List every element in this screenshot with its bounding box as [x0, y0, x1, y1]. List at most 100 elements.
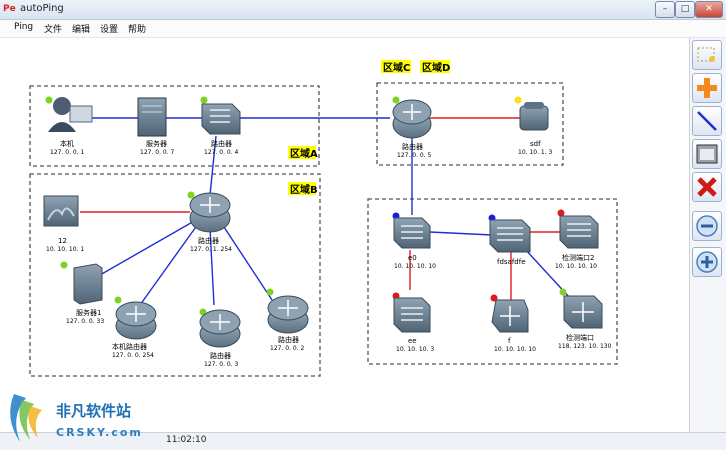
switch-icon — [489, 219, 531, 253]
zone-c-box[interactable] — [376, 82, 564, 166]
device-core-switch[interactable]: fdsafdfe — [488, 214, 531, 267]
device-label: ee — [408, 337, 417, 345]
link-zoneA-zoneB — [209, 135, 217, 196]
device-label: f — [508, 337, 511, 345]
device-local-router[interactable]: 本机路由器 127. 0. 0. 254 — [112, 296, 157, 360]
device-server-1[interactable]: 服务器1 127. 0. 0. 33 — [60, 261, 105, 326]
device-router-zone-b[interactable]: 路由器 127. 0. 1. 254 — [187, 191, 233, 254]
server-icon — [73, 263, 103, 305]
device-label: e0 — [408, 254, 417, 262]
device-ip: 127. 0. 0. 33 — [66, 318, 104, 325]
phone-icon — [519, 105, 549, 131]
device-port[interactable]: 检测端口 118. 123. 10. 130 — [558, 288, 612, 351]
topology-canvas[interactable]: 区域A 区域B 区域C 区域D 本机 127. 0. 0. 1 服务器 127.… — [0, 38, 690, 432]
device-ip: 127. 0. 0. 5 — [397, 152, 432, 159]
device-label: 路由器 — [198, 236, 219, 245]
status-dot-warning — [514, 96, 522, 104]
watermark-brand: 非凡软件站 — [56, 402, 132, 420]
status-bar: 11:02:10 — [0, 432, 726, 450]
close-button[interactable]: ✕ — [695, 1, 723, 18]
device-f[interactable]: f 10. 10. 10. 10 — [490, 294, 537, 354]
draw-link-button[interactable] — [692, 106, 722, 136]
device-ip: 10. 10. 10. 10 — [555, 263, 597, 270]
device-label: 服务器 — [146, 139, 167, 148]
device-switch-zone-a[interactable]: 路由器 127. 0. 0. 4 — [200, 96, 241, 157]
zone-c-label: 区域C — [383, 61, 410, 74]
select-tool-button[interactable] — [692, 40, 722, 70]
status-dot-online — [45, 96, 53, 104]
zone-a-box[interactable] — [29, 85, 320, 167]
links — [80, 117, 571, 306]
device-ip: 127. 0. 0. 3 — [204, 361, 239, 368]
zone-d-label-bg — [420, 60, 450, 73]
device-ip: 10. 10. 10. 10 — [494, 346, 536, 353]
zone-b-box[interactable] — [29, 173, 321, 377]
menu-ping[interactable]: Ping — [14, 22, 34, 32]
zoom-in-button[interactable] — [692, 247, 722, 277]
zoom-out-button[interactable] — [692, 211, 722, 241]
status-dot-online — [114, 296, 122, 304]
delete-icon — [697, 177, 717, 197]
device-label: 本机 — [60, 139, 74, 148]
device-label: 路由器 — [211, 139, 232, 148]
plus-icon — [697, 78, 717, 98]
switch-icon — [393, 217, 431, 249]
device-ip: 10. 10. 1. 3 — [518, 149, 553, 156]
grid-icon — [696, 144, 718, 164]
status-dot-online — [392, 96, 400, 104]
device-pc[interactable]: 本机 127. 0. 0. 1 — [45, 96, 93, 157]
menu-bar: Ping 文件 编辑 设置 帮助 — [0, 20, 726, 38]
grid-button[interactable] — [692, 139, 722, 169]
user-icon — [53, 97, 71, 115]
device-ip: 118. 123. 10. 130 — [558, 343, 612, 350]
status-dot-offline — [557, 209, 565, 217]
device-label: 检测端口 — [566, 333, 594, 342]
link-e0-core — [429, 231, 493, 236]
menu-file[interactable]: 文件 — [44, 25, 63, 35]
zone-b-label-bg — [288, 182, 316, 195]
device-firewall[interactable]: 12 10. 10. 10. 1 — [43, 195, 84, 253]
device-server[interactable]: 服务器 127. 0. 0. 7 — [137, 97, 175, 156]
device-router-zone-c[interactable]: 路由器 127. 0. 0. 5 — [392, 96, 432, 160]
device-ip: 10. 10. 10. 10 — [394, 263, 436, 270]
menu-edit[interactable]: 编辑 — [72, 25, 91, 35]
device-router-b2[interactable]: 路由器 127. 0. 0. 3 — [199, 308, 241, 369]
device-ip: 127. 0. 0. 4 — [204, 149, 239, 156]
menu-help[interactable]: 帮助 — [128, 25, 147, 35]
device-router-b3[interactable]: 路由器 127. 0. 0. 2 — [266, 288, 309, 353]
menu-settings[interactable]: 设置 — [100, 25, 119, 35]
add-device-button[interactable] — [692, 73, 722, 103]
device-ip: 10. 10. 10. 3 — [396, 346, 434, 353]
status-dot-online — [200, 96, 208, 104]
zone-d-box[interactable] — [367, 198, 618, 365]
device-label: 本机路由器 — [112, 342, 147, 351]
device-label: 服务器1 — [76, 308, 101, 317]
device-label: 路由器 — [278, 335, 299, 344]
device-phone[interactable]: sdf 10. 10. 1. 3 — [514, 96, 553, 157]
watermark-domain: CRSKY.com — [56, 426, 143, 439]
status-dot-online — [60, 261, 68, 269]
maximize-button[interactable]: □ — [675, 1, 695, 18]
switch-icon — [201, 103, 241, 135]
zone-c-label-bg — [381, 60, 411, 73]
device-ip: 127. 0. 0. 2 — [270, 345, 305, 352]
device-label: sdf — [530, 140, 541, 148]
device-label: 路由器 — [402, 142, 423, 151]
status-time: 11:02:10 — [166, 435, 207, 445]
device-label: fdsafdfe — [497, 258, 526, 266]
link-router-rt2 — [209, 227, 215, 306]
zone-d-label: 区域D — [422, 61, 450, 74]
device-port-2[interactable]: 检测端口2 10. 10. 10. 10 — [555, 209, 599, 271]
device-label: 12 — [58, 237, 67, 245]
watermark-logo-icon — [10, 394, 42, 442]
device-ee[interactable]: ee 10. 10. 10. 3 — [392, 292, 435, 354]
link-router-localrt — [139, 223, 199, 306]
device-e0[interactable]: e0 10. 10. 10. 10 — [392, 212, 437, 271]
link-router-rt3 — [221, 223, 273, 301]
zone-b-label: 区域B — [290, 183, 318, 196]
delete-button[interactable] — [692, 172, 722, 202]
status-dot-online — [187, 191, 195, 199]
tool-panel — [690, 38, 726, 432]
device-label: 检测端口2 — [562, 253, 594, 262]
minimize-button[interactable]: – — [655, 1, 675, 18]
